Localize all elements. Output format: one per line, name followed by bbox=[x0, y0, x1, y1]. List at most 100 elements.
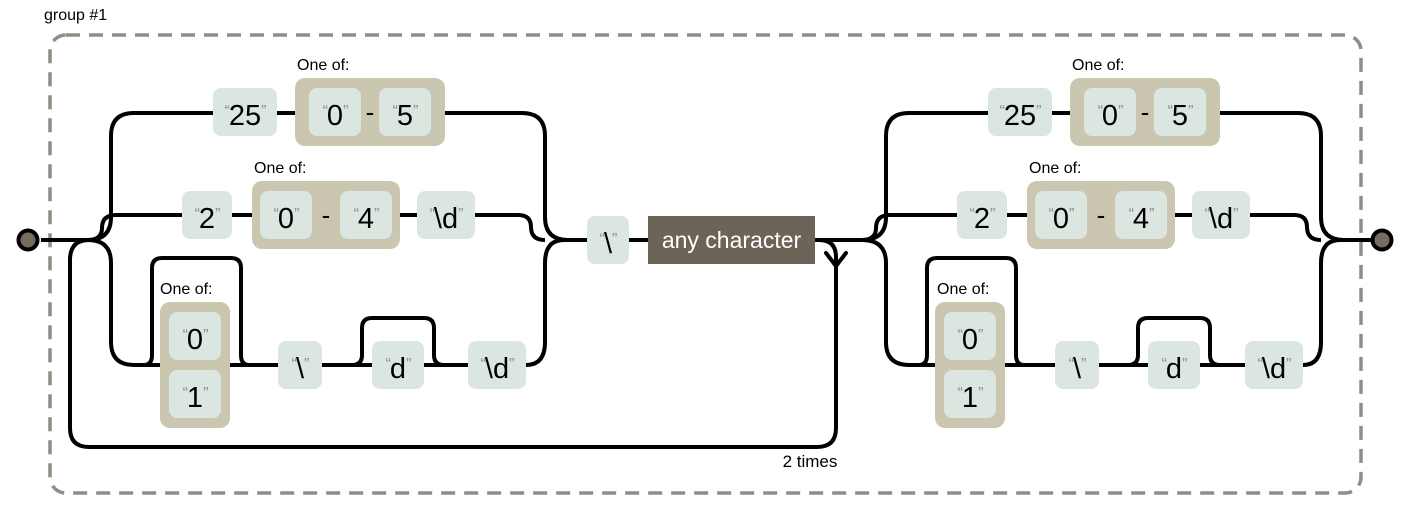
rail-right-branch2 bbox=[861, 213, 1322, 242]
rail-left-branch2 bbox=[87, 213, 546, 242]
rail-right-branch1 bbox=[861, 111, 1345, 242]
literal-char: 4 bbox=[357, 203, 375, 235]
close-quote: ” bbox=[990, 206, 995, 223]
literal-box-5: “5” bbox=[1154, 88, 1206, 136]
group-label: group #1 bbox=[44, 7, 108, 24]
close-quote: ” bbox=[1069, 206, 1074, 223]
one-of-range-0-4: “0” - “4” bbox=[252, 181, 400, 249]
open-quote: “ bbox=[480, 356, 486, 373]
rail-right-branch3 bbox=[861, 238, 1341, 367]
literal-char: 1 bbox=[186, 382, 204, 414]
open-quote: “ bbox=[291, 356, 297, 373]
literal-box-backslash-d: “\d” bbox=[1192, 191, 1250, 239]
range-dash: - bbox=[365, 97, 375, 127]
close-quote: ” bbox=[1081, 356, 1086, 373]
literal-box-0: “0” bbox=[309, 88, 361, 136]
open-quote: “ bbox=[957, 385, 963, 402]
literal-box-d: “d” bbox=[1148, 341, 1200, 389]
loop-direction-arrow-icon bbox=[824, 251, 848, 268]
literal-box-5: “5” bbox=[379, 88, 431, 136]
literal-char: 2 bbox=[973, 203, 991, 235]
literal-box-4: “4” bbox=[1115, 191, 1167, 239]
literal-char: \ bbox=[1072, 353, 1082, 385]
close-quote: ” bbox=[413, 103, 418, 120]
open-quote: “ bbox=[182, 327, 188, 344]
literal-box-0: “0” bbox=[169, 312, 221, 360]
close-quote: ” bbox=[374, 206, 379, 223]
close-quote: ” bbox=[612, 231, 617, 248]
rail-repeat-loop bbox=[68, 238, 838, 449]
literal-char: d bbox=[389, 353, 407, 385]
literal-char: 25 bbox=[1003, 100, 1037, 132]
close-quote: ” bbox=[1182, 356, 1187, 373]
open-quote: “ bbox=[1167, 103, 1173, 120]
literal-char: 0 bbox=[1101, 100, 1119, 132]
close-quote: ” bbox=[343, 103, 348, 120]
rail-left-branch3 bbox=[87, 238, 565, 367]
one-of-range-0-5: “0” - “5” bbox=[295, 78, 445, 146]
open-quote: “ bbox=[1204, 206, 1210, 223]
literal-char: \ bbox=[603, 228, 613, 260]
literal-char: 0 bbox=[1052, 203, 1070, 235]
one-of-range-0-4: “0” - “4” bbox=[1027, 181, 1175, 249]
any-character-box: any character bbox=[648, 216, 815, 264]
close-quote: ” bbox=[978, 385, 983, 402]
literal-char: 25 bbox=[228, 100, 262, 132]
open-quote: “ bbox=[1068, 356, 1074, 373]
literal-char: \d bbox=[433, 203, 459, 235]
open-quote: “ bbox=[1048, 206, 1054, 223]
repeat-count-label: 2 times bbox=[782, 452, 838, 471]
literal-box-backslash: “\” bbox=[278, 341, 322, 389]
open-quote: “ bbox=[1097, 103, 1103, 120]
one-of-label: One of: bbox=[1072, 57, 1125, 74]
open-quote: “ bbox=[999, 103, 1005, 120]
close-quote: ” bbox=[215, 206, 220, 223]
literal-char: 0 bbox=[277, 203, 295, 235]
literal-box-backslash: “\” bbox=[587, 216, 629, 264]
open-quote: “ bbox=[322, 103, 328, 120]
literal-char: 0 bbox=[186, 324, 204, 356]
literal-box-2: “2” bbox=[182, 191, 232, 239]
close-quote: ” bbox=[1036, 103, 1041, 120]
literal-char: 4 bbox=[1132, 203, 1150, 235]
close-quote: ” bbox=[1286, 356, 1291, 373]
literal-char: d bbox=[1165, 353, 1183, 385]
rail-left-branch1 bbox=[41, 111, 569, 242]
close-quote: ” bbox=[304, 356, 309, 373]
literal-box-1: “1” bbox=[169, 370, 221, 418]
open-quote: “ bbox=[1161, 356, 1167, 373]
one-of-label: One of: bbox=[297, 57, 350, 74]
open-quote: “ bbox=[385, 356, 391, 373]
close-quote: ” bbox=[203, 327, 208, 344]
close-quote: ” bbox=[1149, 206, 1154, 223]
open-quote: “ bbox=[429, 206, 435, 223]
literal-box-backslash-d: “\d” bbox=[417, 191, 475, 239]
open-quote: “ bbox=[1257, 356, 1263, 373]
one-of-label: One of: bbox=[937, 281, 990, 298]
close-quote: ” bbox=[509, 356, 514, 373]
one-of-label: One of: bbox=[1029, 160, 1082, 177]
range-dash: - bbox=[321, 200, 331, 230]
literal-box-4: “4” bbox=[340, 191, 392, 239]
literal-char: 5 bbox=[1171, 100, 1189, 132]
one-of-stack-0-1: “0” “1” bbox=[160, 302, 230, 428]
one-of-stack-0-1: “0” “1” bbox=[935, 302, 1005, 428]
open-quote: “ bbox=[182, 385, 188, 402]
close-quote: ” bbox=[294, 206, 299, 223]
literal-char: 0 bbox=[961, 324, 979, 356]
open-quote: “ bbox=[599, 231, 605, 248]
entry-point bbox=[16, 228, 40, 252]
close-quote: ” bbox=[978, 327, 983, 344]
open-quote: “ bbox=[969, 206, 975, 223]
literal-char: 5 bbox=[396, 100, 414, 132]
close-quote: ” bbox=[203, 385, 208, 402]
literal-char: 2 bbox=[198, 203, 216, 235]
literal-box-backslash: “\” bbox=[1055, 341, 1099, 389]
one-of-label: One of: bbox=[160, 281, 213, 298]
literal-char: \d bbox=[484, 353, 510, 385]
close-quote: ” bbox=[458, 206, 463, 223]
exit-point bbox=[1370, 228, 1394, 252]
close-quote: ” bbox=[1188, 103, 1193, 120]
literal-box-backslash-d: “\d” bbox=[1245, 341, 1303, 389]
